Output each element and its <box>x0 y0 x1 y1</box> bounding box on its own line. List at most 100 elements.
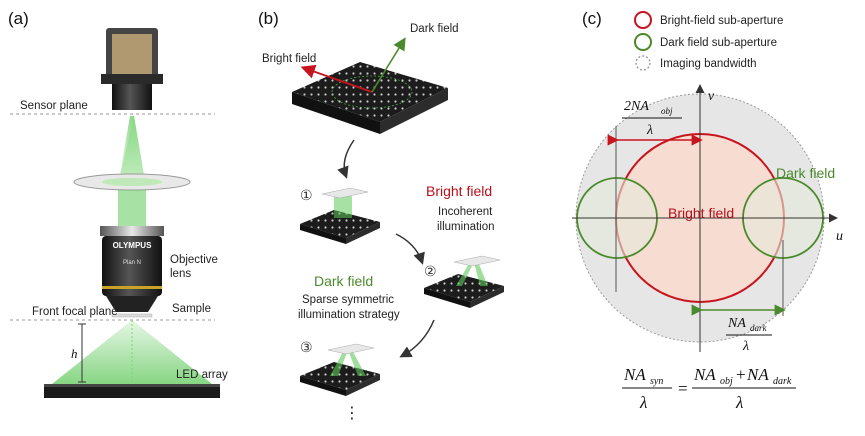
sensor-plane-label: Sensor plane <box>20 100 88 112</box>
sample-label: Sample <box>172 303 211 315</box>
step-2-beam-left <box>456 262 474 286</box>
collimated-beam <box>118 190 146 230</box>
camera-sensor <box>101 28 163 110</box>
bright-desc-2: illumination <box>437 221 495 233</box>
bright-field-title: Bright field <box>426 183 492 199</box>
step-3-beam-right <box>348 350 366 376</box>
formula-lhs-main: NA <box>623 365 646 384</box>
panel-b-label: (b) <box>258 9 279 28</box>
panel-b: (b) Bright field Dark field ① Bright fie… <box>258 9 504 422</box>
objective-barrel <box>102 236 162 296</box>
legend-dark-label: Dark field sub-aperture <box>660 37 777 49</box>
formula-rhs-b-sub: dark <box>773 376 792 387</box>
upper-beam-highlight <box>120 116 144 175</box>
formula-rhs-a-main: NA <box>693 365 716 384</box>
step-2-beam-right <box>474 262 488 286</box>
panel-a-label: (a) <box>8 9 29 28</box>
objective-plan: Plan N <box>123 260 141 266</box>
dark-desc-2: illumination strategy <box>298 309 400 321</box>
dark-field-arrow-label: Dark field <box>410 23 459 35</box>
step-2-board <box>424 255 504 308</box>
continuation-dots: ⋮ <box>344 403 360 422</box>
step-1-board-front <box>300 224 346 244</box>
objective-thread <box>100 226 164 236</box>
height-symbol: h <box>71 346 78 361</box>
step-3-marker: ③ <box>300 340 313 356</box>
step-2-board-front <box>424 288 470 308</box>
led-array <box>44 384 220 398</box>
sample-slide <box>111 313 153 318</box>
board-front <box>292 92 380 134</box>
formula-lhs-sub: syn <box>650 376 663 387</box>
synthetic-na-formula: NA syn λ = NA obj + NA dark λ <box>622 365 796 412</box>
step-2-board-side <box>470 286 504 308</box>
flow-arrow-2 <box>395 233 425 265</box>
legend-bandwidth-label: Imaging bandwidth <box>660 58 757 70</box>
dark-field-arrow <box>371 37 406 93</box>
panel-c-label: (c) <box>582 9 602 28</box>
objective-lens-body: OLYMPUS Plan N <box>100 226 164 312</box>
obj-denom: λ <box>646 123 653 138</box>
dark-desc-1: Sparse symmetric <box>302 294 394 306</box>
step-1-board-top <box>300 210 380 238</box>
tube-lens-glass <box>102 178 162 186</box>
formula-lhs-denom: λ <box>639 393 647 412</box>
legend: Bright-field sub-aperture Dark field sub… <box>634 11 783 71</box>
dark-fraction: NA dark λ <box>726 316 772 354</box>
obj-fraction: 2NA obj λ <box>622 99 682 138</box>
board-dark-ring <box>331 75 413 109</box>
formula-plus: + <box>736 365 746 384</box>
bright-field-region-label: Bright field <box>668 205 734 221</box>
panel-a: (a) Sensor plane OLYMPUS Plan N Objectiv… <box>8 9 228 398</box>
flow-arrow-3 <box>399 319 435 358</box>
obj-num-sub: obj <box>661 106 673 116</box>
objective-brand: OLYMPUS <box>113 241 152 250</box>
legend-bandwidth-swatch <box>635 55 651 71</box>
step-1-board-side <box>346 222 380 244</box>
obj-num-main: 2NA <box>624 99 649 114</box>
step-3-board-side <box>346 374 380 396</box>
bright-desc-1: Incoherent <box>438 206 493 218</box>
dark-num-main: NA <box>727 316 746 331</box>
led-array-top <box>44 384 220 387</box>
step-3-slide <box>327 343 375 355</box>
lens-label: lens <box>170 268 191 280</box>
dark-field-region-label: Dark field <box>776 165 835 181</box>
camera-face <box>112 34 152 74</box>
upper-beam <box>120 116 144 175</box>
dark-num-sub: dark <box>750 323 768 333</box>
u-axis-label: u <box>836 229 843 244</box>
step-1-board <box>300 187 380 244</box>
dark-field-title: Dark field <box>314 273 373 289</box>
camera-mount <box>112 84 152 110</box>
step-1-beam <box>334 196 352 218</box>
objective-ring <box>102 286 162 289</box>
panel-c: (c) Bright-field sub-aperture Dark field… <box>572 9 843 412</box>
formula-rhs-denom: λ <box>735 393 743 412</box>
front-focal-plane-label: Front focal plane <box>32 306 118 318</box>
step-1-slide <box>321 187 369 199</box>
step-1-marker: ① <box>300 188 313 204</box>
step-3-beam-left <box>330 350 348 376</box>
step-3-board-front <box>300 376 346 396</box>
formula-rhs-b-main: NA <box>746 365 769 384</box>
legend-bright-label: Bright-field sub-aperture <box>660 15 783 27</box>
v-axis-label: v <box>708 89 715 104</box>
camera-base <box>101 74 163 84</box>
step-2-slide <box>453 255 501 267</box>
formula-rhs-a-sub: obj <box>720 376 733 387</box>
flow-arrow-1 <box>337 139 355 179</box>
legend-dark-swatch <box>634 33 652 51</box>
board-side <box>380 88 448 134</box>
legend-bright-swatch <box>634 11 652 29</box>
objective-tip <box>106 296 158 312</box>
dark-denom: λ <box>742 339 749 354</box>
formula-equals: = <box>678 379 688 398</box>
step-2-marker: ② <box>424 264 437 280</box>
led-array-label: LED array <box>176 369 228 381</box>
objective-label: Objective <box>170 254 218 266</box>
bright-field-arrow-label: Bright field <box>262 53 316 65</box>
step-3-board <box>300 343 380 396</box>
bright-field-arrow <box>300 64 373 93</box>
